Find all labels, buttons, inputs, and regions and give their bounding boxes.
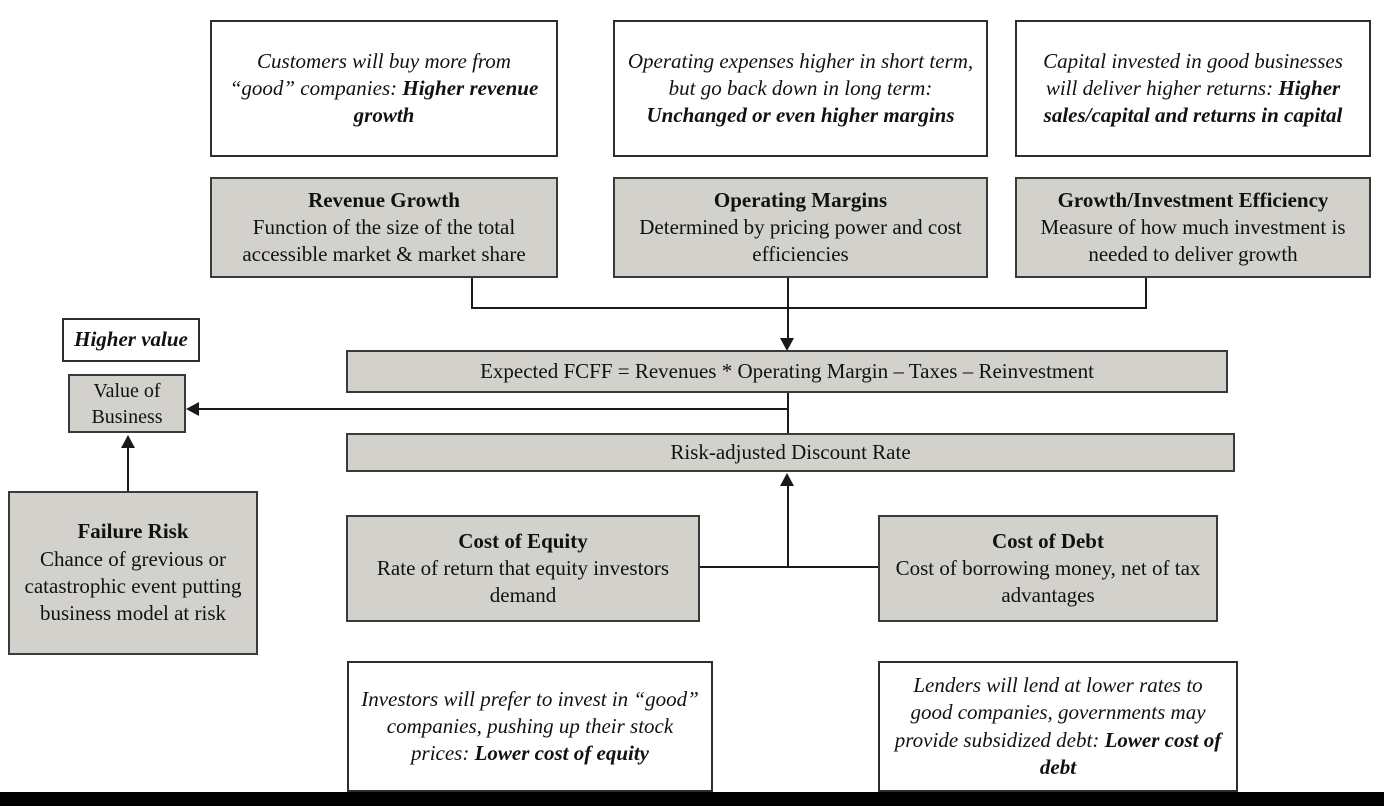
note-text: Investors will prefer to invest in “good… <box>361 686 699 766</box>
driver-operating-margins: Operating Margins Determined by pricing … <box>613 177 988 278</box>
driver-desc: Determined by pricing power and cost eff… <box>639 214 962 267</box>
note-investors-equity: Investors will prefer to invest in “good… <box>347 661 713 792</box>
connector-cost-to-discount <box>787 485 789 567</box>
cost-of-debt-title: Cost of Debt <box>992 528 1104 553</box>
driver-title: Revenue Growth <box>308 187 460 212</box>
driver-title: Growth/Investment Efficiency <box>1057 187 1329 212</box>
higher-value-box: Higher value <box>62 318 200 362</box>
connector-failure-to-value <box>127 448 129 491</box>
cost-of-equity-desc: Rate of return that equity investors dem… <box>376 555 670 608</box>
driver-revenue-growth: Revenue Growth Function of the size of t… <box>210 177 558 278</box>
driver-desc: Function of the size of the total access… <box>242 214 526 267</box>
value-of-business-box: Value of Business <box>68 374 186 433</box>
connector-fcff-to-discount <box>787 393 789 433</box>
arrowhead-left-to-value-icon <box>186 402 199 416</box>
note-text: Lenders will lend at lower rates to good… <box>894 672 1222 779</box>
note-text: Customers will buy more from “good” comp… <box>229 48 539 128</box>
value-of-business-label: Value of Business <box>91 379 163 428</box>
note-operating-expenses: Operating expenses higher in short term,… <box>613 20 988 157</box>
note-text: Capital invested in good businesses will… <box>1043 48 1343 128</box>
note-lenders-debt: Lenders will lend at lower rates to good… <box>878 661 1238 792</box>
driver-desc: Measure of how much investment is needed… <box>1040 214 1346 267</box>
driver-title: Operating Margins <box>713 187 888 212</box>
connector-revenue-drop <box>471 278 473 309</box>
arrowhead-up-to-value-icon <box>121 435 135 448</box>
connector-fcff-to-value <box>198 408 789 410</box>
connector-margins-drop <box>787 278 789 340</box>
arrowhead-down-to-fcff-icon <box>780 338 794 351</box>
fcff-bar: Expected FCFF = Revenues * Operating Mar… <box>346 350 1228 393</box>
discount-rate-label: Risk-adjusted Discount Rate <box>670 439 911 464</box>
note-customers-revenue: Customers will buy more from “good” comp… <box>210 20 558 157</box>
connector-efficiency-drop <box>1145 278 1147 309</box>
note-capital-invested: Capital invested in good businesses will… <box>1015 20 1371 157</box>
driver-growth-investment-efficiency: Growth/Investment Efficiency Measure of … <box>1015 177 1371 278</box>
failure-risk-title: Failure Risk <box>77 519 189 544</box>
failure-risk-box: Failure Risk Chance of grevious or catas… <box>8 491 258 655</box>
cost-of-debt-desc: Cost of borrowing money, net of tax adva… <box>895 555 1201 608</box>
fcff-formula: Expected FCFF = Revenues * Operating Mar… <box>480 358 1094 383</box>
connector-drivers-horizontal <box>471 307 1147 309</box>
arrowhead-up-to-discount-icon <box>780 473 794 486</box>
connector-equity-to-debt <box>700 566 878 568</box>
failure-risk-desc: Chance of grevious or catastrophic event… <box>24 546 242 626</box>
discount-rate-bar: Risk-adjusted Discount Rate <box>346 433 1235 472</box>
cost-of-debt-box: Cost of Debt Cost of borrowing money, ne… <box>878 515 1218 622</box>
higher-value-label: Higher value <box>74 327 188 352</box>
cost-of-equity-box: Cost of Equity Rate of return that equit… <box>346 515 700 622</box>
cost-of-equity-title: Cost of Equity <box>458 528 588 553</box>
note-text: Operating expenses higher in short term,… <box>627 48 974 128</box>
bottom-rule <box>0 792 1384 806</box>
